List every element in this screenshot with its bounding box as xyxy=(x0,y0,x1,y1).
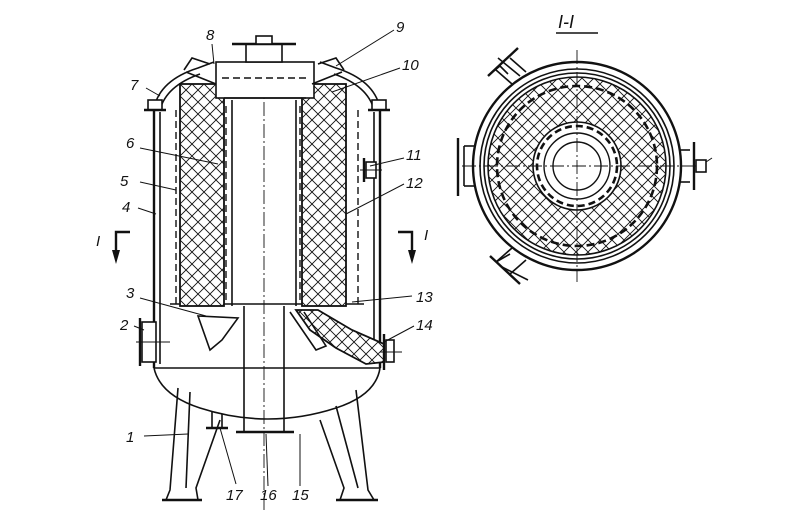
top-nozzle xyxy=(232,35,296,63)
section-title: I-I xyxy=(558,12,574,32)
section-nozzle-right xyxy=(680,142,713,190)
callout-4: 4 xyxy=(122,199,130,216)
callout-6: 6 xyxy=(126,135,135,152)
callout-2: 2 xyxy=(119,317,129,334)
outlet-duct xyxy=(294,309,385,365)
section-cut-marks: I I xyxy=(96,227,428,264)
callout-7: 7 xyxy=(130,77,139,94)
drain-nozzle xyxy=(206,412,228,430)
callout-1: 1 xyxy=(126,429,134,446)
section-nozzle-lower-left xyxy=(489,247,529,285)
bottom-head xyxy=(153,367,381,420)
callout-labels: 1 2 3 4 5 6 7 8 9 10 11 12 13 14 15 16 1… xyxy=(119,19,433,504)
top-distributor xyxy=(215,61,315,99)
callout-3: 3 xyxy=(126,285,135,302)
callout-10: 10 xyxy=(402,57,419,74)
callout-17: 17 xyxy=(226,487,243,504)
section-mark-right: I xyxy=(424,227,428,244)
callout-12: 12 xyxy=(406,175,423,192)
callout-16: 16 xyxy=(260,487,277,504)
elevation-view: I I 1 2 3 xyxy=(96,19,433,510)
catalyst-bed-left xyxy=(179,83,225,307)
section-mark-left: I xyxy=(96,233,100,250)
cone-deflector-left xyxy=(196,315,240,352)
section-nozzle-left xyxy=(456,138,474,196)
section-view: I-I xyxy=(456,12,713,285)
callout-11: 11 xyxy=(406,147,422,164)
callout-13: 13 xyxy=(416,289,433,306)
callout-5: 5 xyxy=(120,173,129,190)
callout-8: 8 xyxy=(206,27,215,44)
central-pipe xyxy=(231,36,297,510)
outlet-flange xyxy=(380,334,402,370)
support-legs xyxy=(162,387,378,502)
section-nozzle-upper-left xyxy=(487,47,527,85)
side-nozzle-left xyxy=(136,318,170,366)
callout-9: 9 xyxy=(396,19,405,36)
leader-lines xyxy=(133,29,415,487)
catalyst-bed-right xyxy=(301,83,347,307)
callout-15: 15 xyxy=(292,487,309,504)
side-nozzle-right xyxy=(360,158,382,182)
callout-14: 14 xyxy=(416,317,433,334)
